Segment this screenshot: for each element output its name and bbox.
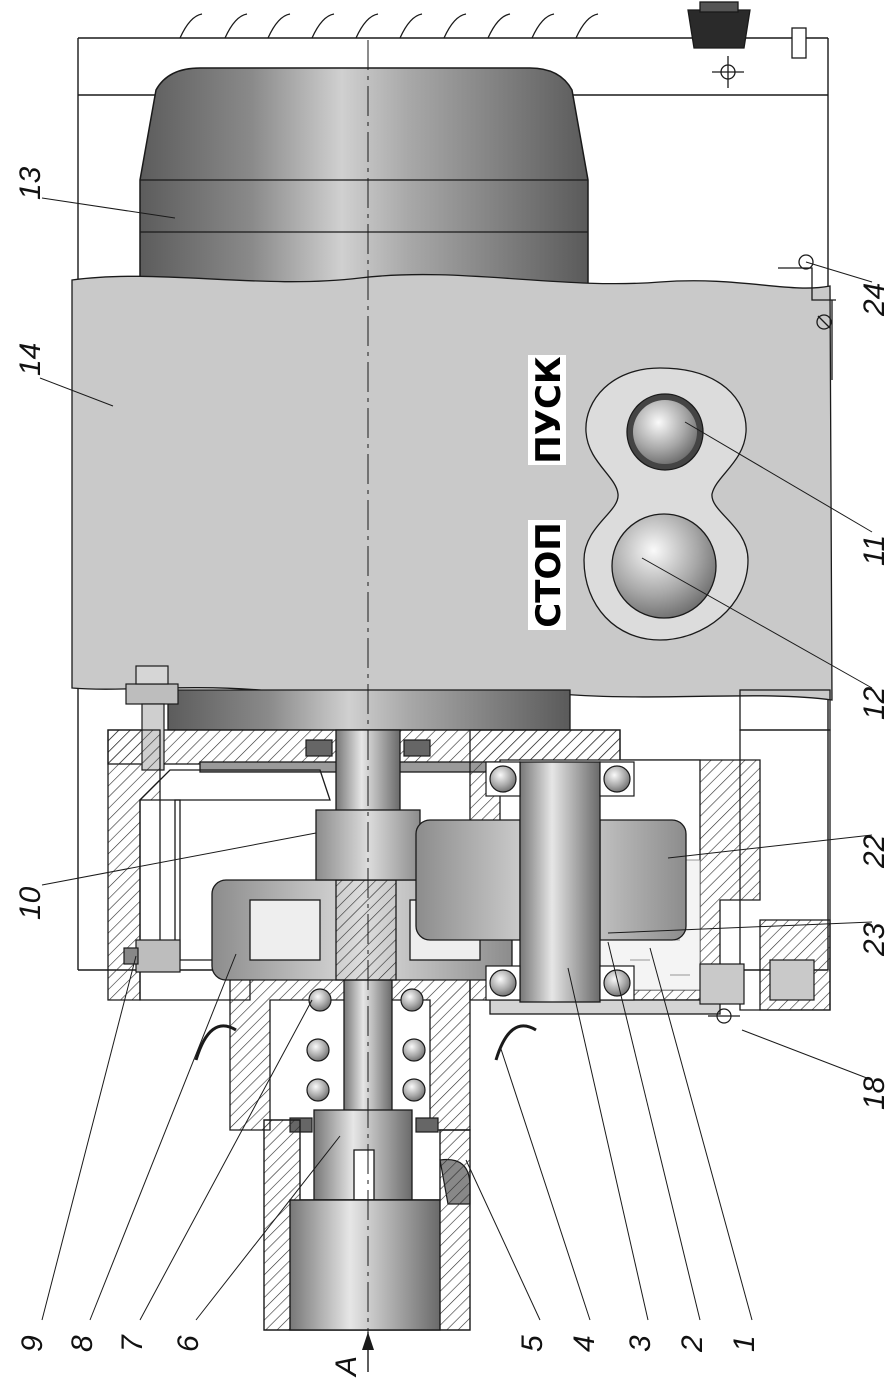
callout-13: 13 [14, 166, 47, 200]
view-marker: A [330, 1332, 374, 1378]
callout-11: 11 [858, 535, 890, 566]
start-label: ПУСК [529, 356, 569, 464]
drive-gear [211, 879, 513, 981]
callout-numbers: 13 14 24 11 12 22 23 18 10 9 8 7 6 5 4 3… [14, 166, 890, 1353]
electric-motor [139, 67, 589, 286]
callout-18: 18 [858, 1076, 890, 1110]
callout-7: 7 [116, 1334, 149, 1352]
callout-6: 6 [172, 1335, 205, 1352]
side-bracket [778, 254, 836, 380]
callout-22: 22 [858, 834, 890, 869]
callout-12: 12 [858, 686, 890, 720]
callout-2: 2 [676, 1335, 709, 1353]
callout-3: 3 [624, 1335, 657, 1352]
callout-14: 14 [14, 343, 47, 376]
cooling-fins [179, 13, 599, 39]
side-handles [194, 1024, 537, 1061]
oil-plug [123, 939, 181, 973]
countershaft [519, 761, 601, 1003]
base-bolts [699, 959, 815, 1024]
outlet-nozzle [263, 1119, 471, 1331]
button-labels: ПУСК СТОП [528, 355, 569, 630]
callout-9: 9 [16, 1335, 49, 1352]
callout-10: 10 [14, 886, 47, 920]
start-button[interactable] [626, 393, 704, 471]
stop-button[interactable] [611, 513, 717, 619]
callout-4: 4 [568, 1335, 601, 1352]
leader-lines [39, 197, 873, 1321]
view-marker-label: A [330, 1356, 363, 1378]
ball-bearings [306, 761, 635, 1102]
callout-1: 1 [728, 1335, 761, 1352]
top-right-fitting [687, 1, 807, 88]
stop-label: СТОП [529, 522, 569, 628]
callout-24: 24 [858, 283, 890, 317]
control-cover-panel [71, 273, 833, 701]
callout-5: 5 [516, 1335, 549, 1352]
callout-23: 23 [858, 922, 890, 957]
callout-8: 8 [66, 1335, 99, 1352]
